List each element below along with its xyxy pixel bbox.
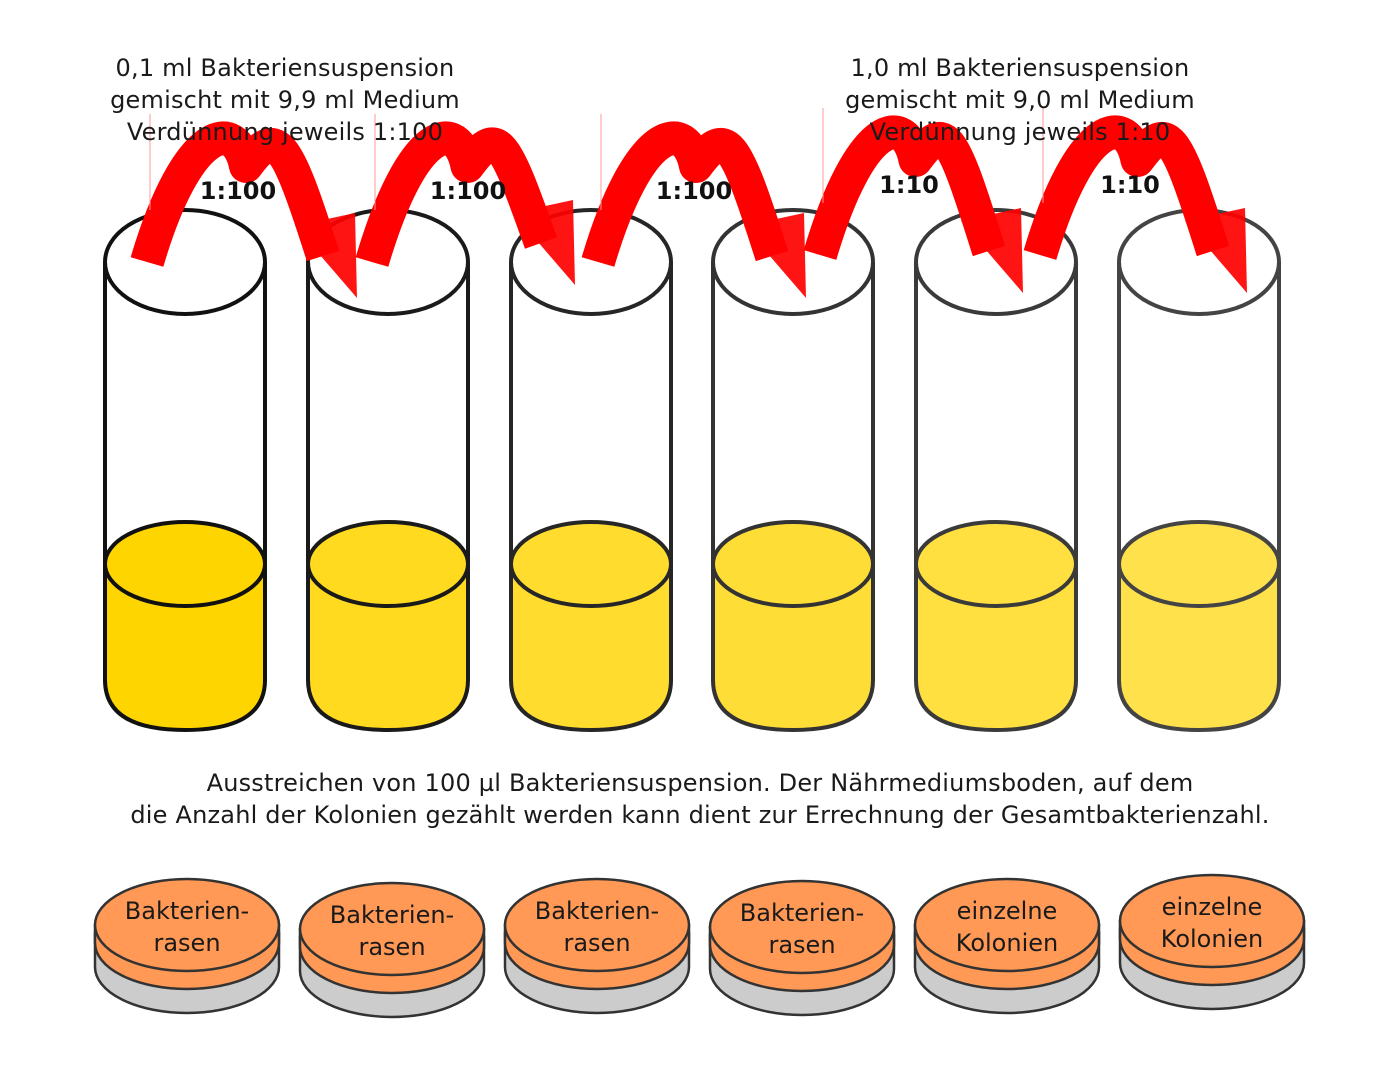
- plate-agar-top: [93, 877, 281, 973]
- plates-group: Bakterien-rasenBakterien-rasenBakterien-…: [93, 873, 1306, 1019]
- plate-agar-top: [503, 877, 691, 973]
- arrow-shaft: [581, 121, 789, 267]
- tube-liquid: [105, 564, 265, 730]
- arrow-shaft: [803, 115, 1006, 260]
- plate-label-line-1: Bakterien-: [125, 897, 249, 925]
- plate-label-line-2: rasen: [153, 929, 220, 957]
- tube-wall: [711, 262, 875, 733]
- liquid-surface: [103, 520, 267, 608]
- tube-mouth: [711, 208, 875, 316]
- liquid-surface: [306, 520, 470, 608]
- dilution-ratio-label: 1:100: [200, 177, 276, 205]
- plate-label-line-2: rasen: [358, 933, 425, 961]
- arrow-head: [1185, 208, 1247, 293]
- tube-liquid: [713, 564, 873, 730]
- agar-plate: Bakterien-rasen: [298, 881, 486, 1019]
- tube-liquid: [511, 564, 671, 730]
- tube-wall: [914, 262, 1078, 733]
- caption-left-line-1: 0,1 ml Bakteriensuspension: [115, 54, 455, 82]
- caption-left-line-2: gemischt mit 9,9 ml Medium: [110, 86, 460, 114]
- arrow-head: [295, 213, 357, 298]
- test-tube: [103, 208, 267, 733]
- liquid-surface: [1117, 520, 1281, 608]
- tube-liquid: [308, 564, 468, 730]
- arrow-head: [744, 213, 806, 298]
- tube-wall: [103, 262, 267, 733]
- tube-mouth: [914, 208, 1078, 316]
- plate-label-line-1: einzelne: [957, 897, 1058, 925]
- test-tube: [1117, 208, 1281, 733]
- dilution-ratio-label: 1:100: [656, 177, 732, 205]
- liquid-surface: [914, 520, 1078, 608]
- caption-left: 0,1 ml Bakteriensuspension gemischt mit …: [70, 52, 500, 148]
- tube-wall: [509, 262, 673, 733]
- arrow-head: [513, 200, 575, 285]
- caption-left-line-3: Verdünnung jeweils 1:100: [126, 118, 444, 146]
- test-tube: [711, 208, 875, 733]
- plate-label-line-1: Bakterien-: [330, 901, 454, 929]
- plate-agar-top: [1118, 873, 1306, 969]
- dilution-arrow: 1:10: [1023, 108, 1247, 293]
- dilution-arrow: 1:100: [130, 114, 357, 298]
- plate-label-line-1: Bakterien-: [740, 899, 864, 927]
- plate-label-line-2: Kolonien: [956, 929, 1058, 957]
- tubes-group: [103, 208, 1281, 733]
- tube-mouth: [103, 208, 267, 316]
- arrow-shaft: [130, 121, 340, 267]
- agar-plate: Bakterien-rasen: [93, 877, 281, 1015]
- plate-label-line-2: Kolonien: [1161, 925, 1263, 953]
- test-tube: [509, 208, 673, 733]
- plate-agar-top: [708, 879, 896, 975]
- dilution-arrow: 1:100: [581, 114, 806, 298]
- caption-bottom: Ausstreichen von 100 µl Bakteriensuspens…: [40, 767, 1360, 831]
- caption-right-line-3: Verdünnung jeweils 1:10: [869, 118, 1171, 146]
- arrow-shaft: [355, 121, 558, 267]
- caption-right-line-1: 1,0 ml Bakteriensuspension: [850, 54, 1190, 82]
- tube-wall: [306, 262, 470, 733]
- arrow-shaft: [1023, 115, 1230, 260]
- arrows-group: 1:100 1:100 1:100 1:10 1:10: [130, 108, 1247, 298]
- dilution-ratio-label: 1:10: [1100, 171, 1160, 199]
- plate-label-line-2: rasen: [768, 931, 835, 959]
- tube-wall: [1117, 262, 1281, 733]
- caption-bottom-line-2: die Anzahl der Kolonien gezählt werden k…: [130, 801, 1270, 829]
- plate-label-line-1: Bakterien-: [535, 897, 659, 925]
- liquid-surface: [509, 520, 673, 608]
- test-tube: [914, 208, 1078, 733]
- tube-liquid: [916, 564, 1076, 730]
- dilution-ratio-label: 1:100: [430, 177, 506, 205]
- plate-label-line-1: einzelne: [1162, 893, 1263, 921]
- dilution-arrow: 1:100: [355, 114, 575, 285]
- test-tube: [306, 208, 470, 733]
- plate-agar-top: [298, 881, 486, 977]
- arrow-head: [961, 208, 1023, 293]
- dilution-ratio-label: 1:10: [879, 171, 939, 199]
- plate-label-line-2: rasen: [563, 929, 630, 957]
- plate-agar-top: [913, 877, 1101, 973]
- caption-right: 1,0 ml Bakteriensuspension gemischt mit …: [800, 52, 1240, 148]
- agar-plate: Bakterien-rasen: [503, 877, 691, 1015]
- dilution-arrow: 1:10: [803, 108, 1023, 293]
- liquid-surface: [711, 520, 875, 608]
- tube-mouth: [509, 208, 673, 316]
- caption-right-line-2: gemischt mit 9,0 ml Medium: [845, 86, 1195, 114]
- tube-liquid: [1119, 564, 1279, 730]
- caption-bottom-line-1: Ausstreichen von 100 µl Bakteriensuspens…: [206, 769, 1194, 797]
- agar-plate: Bakterien-rasen: [708, 879, 896, 1017]
